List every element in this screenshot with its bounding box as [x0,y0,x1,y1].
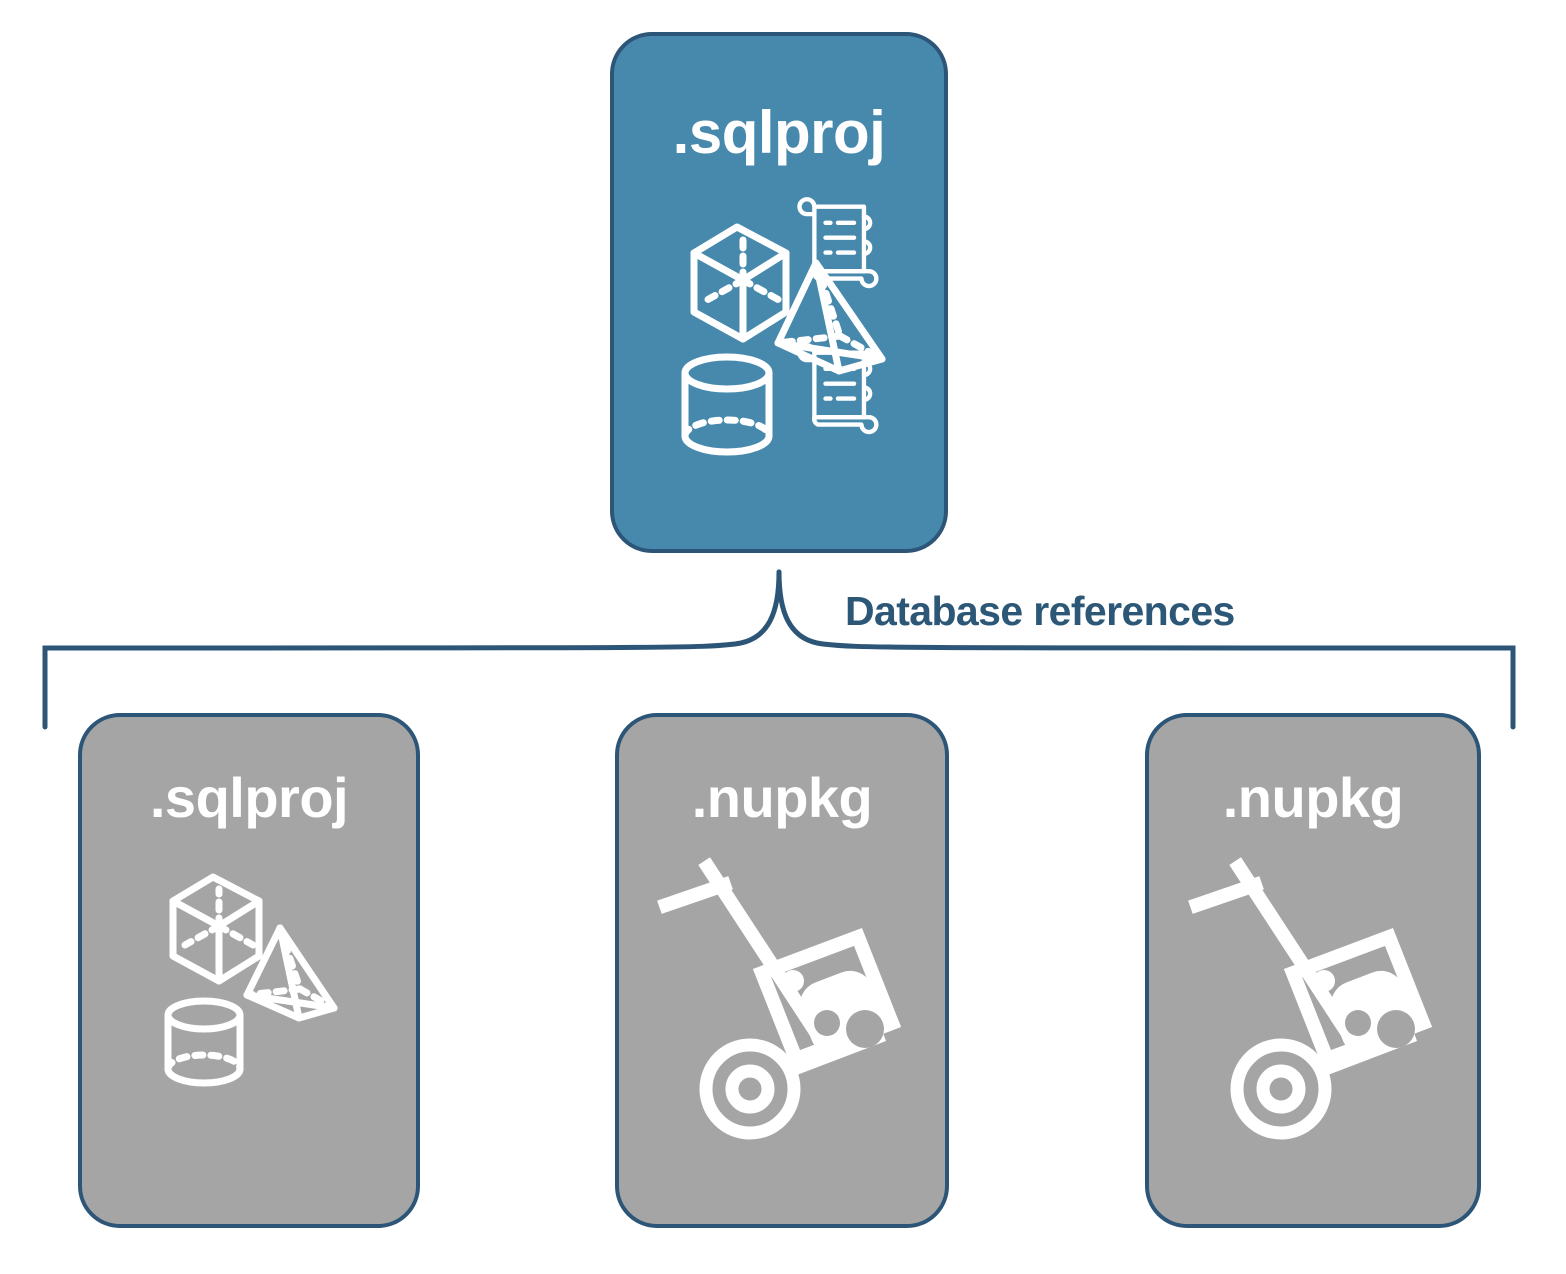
hand-truck-package-icon [657,857,902,1140]
pyramid-icon [243,924,338,1022]
connector-label-database-references: Database references [845,588,1235,634]
nupkg-artwork-1 [652,857,912,1152]
card-title-reference-nupkg-1: .nupkg [691,766,873,829]
card-sqlproj-root[interactable]: .sqlproj [610,32,948,553]
card-title-reference-sqlproj: .sqlproj [149,766,349,829]
cylinder-icon [164,997,244,1087]
cube-icon [690,223,790,343]
hand-truck-package-icon [1188,857,1433,1140]
sqlproj-artwork-root [664,196,894,471]
card-reference-nupkg-2[interactable]: .nupkg [1145,713,1481,1228]
card-title-reference-nupkg-2: .nupkg [1222,766,1404,829]
nupkg-artwork-2 [1183,857,1443,1152]
card-reference-sqlproj[interactable]: .sqlproj [78,713,420,1228]
sqlproj-artwork-reference [149,857,349,1092]
card-title-sqlproj-root: .sqlproj [672,99,886,166]
cylinder-icon [681,353,773,456]
script-scroll-icon-top [797,197,879,289]
cube-icon [169,873,263,985]
script-scroll-icon-bottom [797,343,879,435]
card-reference-nupkg-1[interactable]: .nupkg [615,713,949,1228]
